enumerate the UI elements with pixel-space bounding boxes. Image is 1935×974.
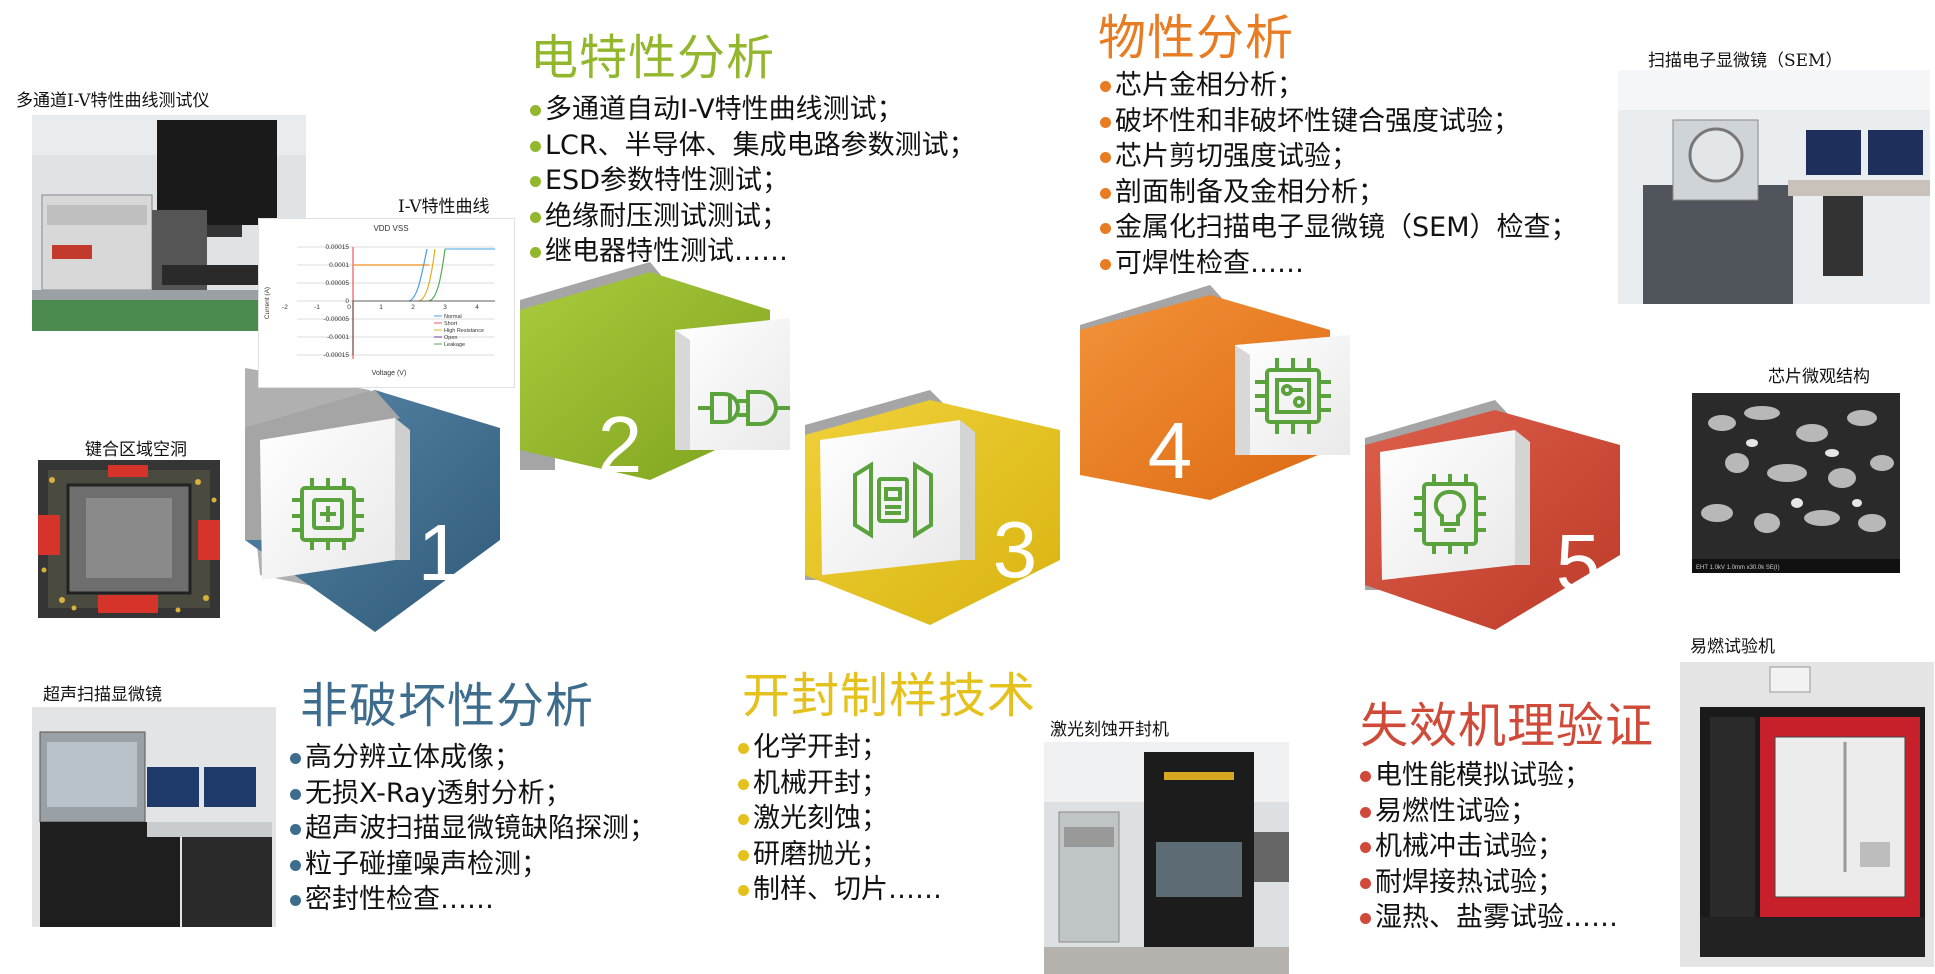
lightbulb-chip-icon [1414,474,1486,554]
section-3-list: 化学开封； 机械开封； 激光刻蚀； 研磨抛光； 制样、切片…… [738,730,942,908]
list-item: 无损X-Ray透射分析； [290,776,656,812]
y-tick: -0.00005 [323,316,349,323]
hex-3-number: 3 [993,505,1038,594]
list-item: 芯片金相分析； [1100,68,1578,104]
iv-chart-title: VDD VSS [373,224,408,233]
caption-bond-void: 键合区域空洞 [85,440,187,460]
legend-entry: Normal [444,314,462,320]
list-item: 多通道自动I-V特性曲线测试； [530,92,976,128]
list-item: 研磨抛光； [738,837,942,873]
iv-chart-ylabel: Current (A) [264,287,271,319]
caption-laser-decap: 激光刻蚀开封机 [1050,720,1169,740]
hex-4-number: 4 [1148,406,1193,495]
chip-micro-photo: EHT 1.0kV 1.0mm x30.0k SE(I) [1692,393,1900,573]
list-item: 芯片剪切强度试验； [1100,139,1578,175]
hex-5-number: 5 [1556,518,1601,607]
caption-acoustic-microscope: 超声扫描显微镜 [43,685,162,705]
y-tick: 0.00015 [326,244,350,251]
section-title-4: 物性分析 [1098,10,1295,66]
x-tick: 2 [411,304,415,311]
iv-curve-chart: VDD VSS 0.00015 0.0001 0.00005 0 -0.0000… [258,218,515,388]
list-item: 化学开封； [738,730,942,766]
section-5-list: 电性能模拟试验； 易燃性试验； 机械冲击试验； 耐焊接热试验； 湿热、盐雾试验…… [1360,758,1618,936]
x-tick: 0 [347,304,351,311]
list-item: 耐焊接热试验； [1360,865,1618,901]
sem-caption-tiny: EHT 1.0kV 1.0mm x30.0k SE(I) [1696,565,1780,571]
legend-entry: Open [444,335,457,341]
y-tick: -0.0001 [327,334,349,341]
list-item: 剖面制备及金相分析； [1100,175,1578,211]
x-tick: -1 [314,304,320,311]
chip-scan-icon [853,461,933,539]
x-tick: 1 [379,304,383,311]
list-item: 绝缘耐压测试测试； [530,199,976,235]
list-item: LCR、半导体、集成电路参数测试； [530,128,976,164]
flammability-photo [1680,662,1934,967]
laser-decap-photo [1044,742,1289,974]
section-title-5: 失效机理验证 [1360,698,1655,754]
legend-entry: Leakage [444,342,465,348]
section-2-list: 多通道自动I-V特性曲线测试； LCR、半导体、集成电路参数测试； ESD参数特… [530,92,976,270]
hex-1-number: 1 [418,508,463,597]
list-item: 破坏性和非破坏性键合强度试验； [1100,104,1578,140]
caption-chip-micro: 芯片微观结构 [1768,367,1870,387]
y-tick: 0 [345,298,349,305]
list-item: 超声波扫描显微镜缺陷探测； [290,811,656,847]
list-item: 可焊性检查…… [1100,246,1578,282]
list-item: 继电器特性测试…… [530,234,976,270]
x-tick: 4 [475,304,479,311]
hexagon-4 [1080,285,1350,500]
hex-2-panel [675,318,790,450]
list-item: 金属化扫描电子显微镜（SEM）检查； [1100,210,1578,246]
sem-photo [1618,70,1930,304]
list-item: 激光刻蚀； [738,801,942,837]
caption-iv-tester: 多通道I-V特性曲线测试仪 [16,91,210,111]
y-tick: -0.00015 [323,352,349,359]
iv-tester-photo [32,115,306,331]
caption-sem: 扫描电子显微镜（SEM） [1648,51,1843,71]
legend-entry: Short [444,321,458,327]
list-item: 制样、切片…… [738,872,942,908]
section-4-list: 芯片金相分析； 破坏性和非破坏性键合强度试验； 芯片剪切强度试验； 剖面制备及金… [1100,68,1578,281]
caption-flammability: 易燃试验机 [1690,637,1775,657]
list-item: 粒子碰撞噪声检测； [290,847,656,883]
plug-icon [698,390,790,426]
section-title-1: 非破坏性分析 [300,678,595,734]
hex-4-panel [1235,335,1350,455]
section-title-2: 电特性分析 [530,30,776,86]
caption-iv-curve: I-V特性曲线 [398,197,490,217]
list-item: 密封性检查…… [290,882,656,918]
hexagon-2 [520,262,790,480]
hexagon-5 [1365,400,1620,630]
bond-void-photo [38,460,220,618]
iv-chart-xlabel: Voltage (V) [372,370,407,377]
hex-2-number: 2 [598,400,643,489]
list-item: 湿热、盐雾试验…… [1360,900,1618,936]
chip-board-icon [1255,358,1331,434]
chip-plus-icon [292,478,364,550]
y-tick: 0.0001 [329,262,349,269]
list-item: 机械冲击试验； [1360,829,1618,865]
list-item: 电性能模拟试验； [1360,758,1618,794]
legend-entry: High Resistance [444,328,484,334]
list-item: 易燃性试验； [1360,794,1618,830]
hex-5-panel [1380,430,1515,580]
list-item: 机械开封； [738,766,942,802]
section-1-list: 高分辨立体成像； 无损X-Ray透射分析； 超声波扫描显微镜缺陷探测； 粒子碰撞… [290,740,656,918]
list-item: 高分辨立体成像； [290,740,656,776]
section-title-3: 开封制样技术 [742,668,1037,724]
acoustic-microscope-photo [32,707,276,927]
x-tick: 3 [443,304,447,311]
list-item: ESD参数特性测试； [530,163,976,199]
x-tick: -2 [282,304,288,311]
y-tick: 0.00005 [326,280,350,287]
